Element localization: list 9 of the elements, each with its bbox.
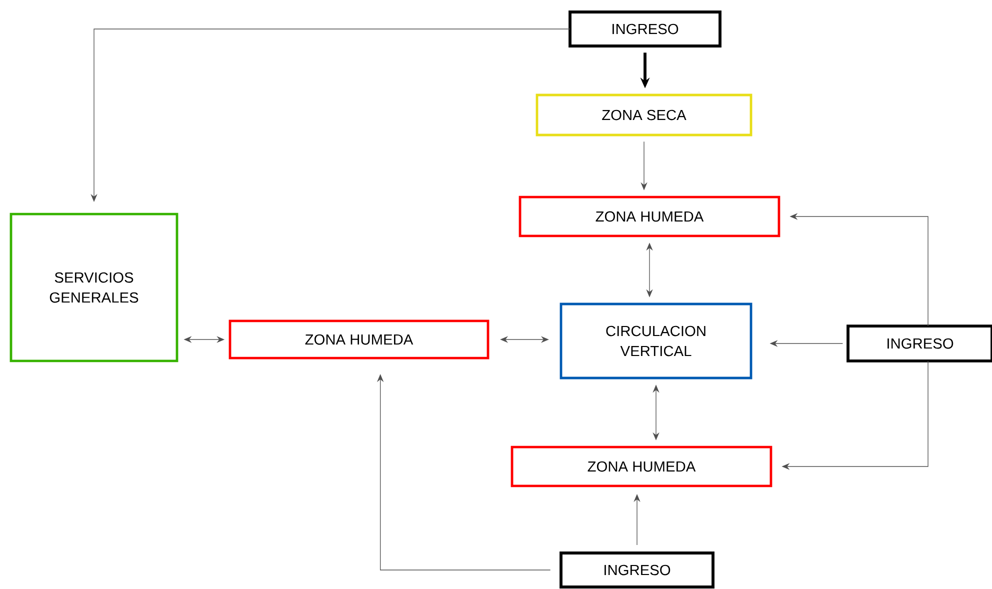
process-box: CIRCULACION VERTICAL <box>560 302 752 380</box>
process-box: INGRESO <box>846 324 992 362</box>
process-box: SERVICIOS GENERALES <box>10 212 178 362</box>
process-box: INGRESO <box>560 552 714 588</box>
process-box: ZONA HUMEDA <box>228 320 490 360</box>
process-box: INGRESO <box>568 10 722 48</box>
process-box: ZONA HUMEDA <box>510 446 772 488</box>
process-box: ZONA SECA <box>536 94 752 136</box>
process-box: ZONA HUMEDA <box>518 196 780 238</box>
